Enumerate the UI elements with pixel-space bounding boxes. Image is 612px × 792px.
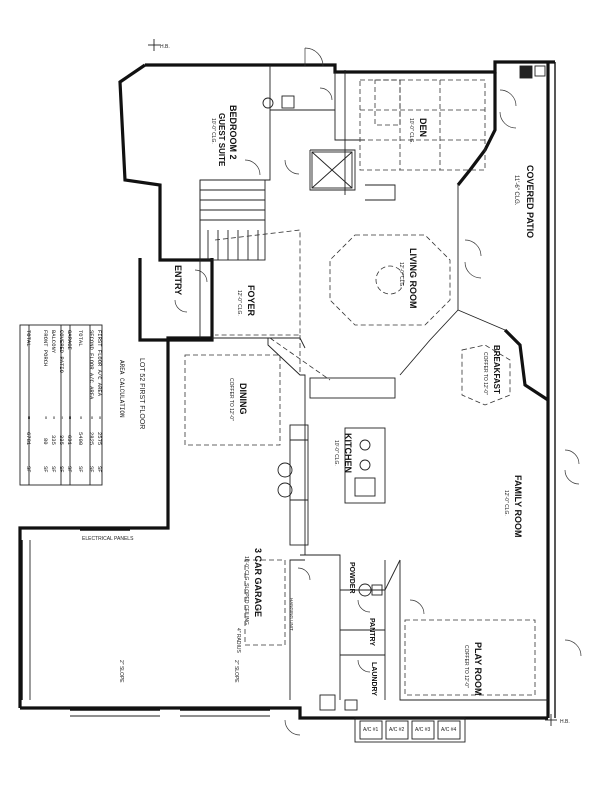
living-clg-label: 12'-0" CLG. [398, 262, 404, 288]
area-row-6-value: 335 [50, 435, 57, 445]
ac-4-label: A/C #4 [441, 727, 457, 733]
elevator-shaft [311, 151, 353, 189]
area-row-5-unit: SF [58, 466, 65, 473]
kitchen-island [289, 377, 396, 546]
area-row-7-eq: = [42, 416, 49, 419]
area-row-2-unit: SF [88, 466, 95, 473]
garage-doors [21, 529, 270, 717]
radius-note: 4" RADIUS [235, 628, 241, 654]
area-row-2-eq: = [88, 416, 95, 419]
garage-clg-label: 10'-0" CLG. SLOPED CEILING [243, 556, 249, 625]
area-row-3-unit: SF [77, 466, 84, 473]
bedroom-2-label: BEDROOM 2 [228, 105, 238, 160]
pantry-label: PANTRY [368, 618, 375, 646]
fixtures [262, 65, 546, 711]
area-row-5-eq: = [58, 416, 65, 419]
area-row-1-value: 2575 [96, 432, 103, 445]
area-row-6-eq: = [50, 416, 57, 419]
covered-patio-label: COVERED PATIO [525, 165, 535, 238]
den-clg-label: 10'-0" CLG. [408, 118, 414, 144]
bedroom-clg-label: 10'-0" CLG. [210, 118, 216, 144]
area-calculation-table: AREA CALCULATION FIRST FLOOR A/C AREA = … [19, 324, 125, 486]
laundry-label: LAUNDRY [370, 662, 377, 696]
drawing-notes: ELECTRICAL PANELS 2" SLOPE 2" SLOPE 4" R… [82, 536, 294, 683]
breakfast-label: BREAKFAST [492, 345, 501, 394]
area-row-7-label: FRONT PORCH [42, 330, 49, 366]
area-row-5-value: 335 [58, 435, 65, 445]
kitchen-label: KITCHEN [343, 433, 353, 473]
area-row-4-label: GARAGE [66, 330, 73, 351]
area-row-5-label: COVERED PATIO [58, 330, 65, 374]
ac-pad: A/C #1 A/C #2 A/C #3 A/C #4 [354, 717, 466, 743]
dining-clg-label: COFFER TO 12'-0" [228, 378, 234, 421]
play-clg-label: COFFER TO 12'-0" [463, 645, 469, 688]
stair [199, 179, 266, 261]
electrical-panels-label: ELECTRICAL PANELS [82, 536, 134, 542]
doors [174, 47, 582, 736]
family-room-label: FAMILY ROOM [513, 475, 523, 538]
area-row-8-eq: = [25, 416, 32, 419]
area-row-7-value: 80 [42, 438, 49, 445]
area-row-6-label: BALCONY [50, 330, 57, 354]
lot-title: LOT 52 FIRST FLOOR [138, 358, 145, 429]
hb-top-label: H.B. [160, 44, 170, 50]
hanging-unit-note: HANGING UNIT [289, 598, 294, 631]
family-clg-label: 12'-0" CLG. [503, 490, 509, 516]
slope-note-1: 2" SLOPE [118, 660, 124, 683]
area-row-2-label: SECOND FLOOR A/C AREA [88, 330, 95, 400]
area-row-3-label: TOTAL [77, 330, 84, 347]
den-label: DEN [418, 118, 428, 137]
area-row-8-value: 6781 [25, 432, 32, 446]
area-row-2-value: 2825 [88, 432, 95, 445]
kitchen-clg-label: 10'-0" CLG. [333, 440, 339, 466]
area-row-1-eq: = [96, 416, 103, 419]
ac-3-label: A/C #3 [415, 727, 431, 733]
living-room-label: LIVING ROOM [408, 248, 418, 309]
area-row-6-unit: SF [50, 466, 57, 473]
area-row-7-unit: SF [42, 466, 49, 473]
area-row-1-unit: SF [96, 466, 103, 473]
hose-bibs: H.B. H.B. [148, 39, 570, 726]
garage-label: 3 CAR GARAGE [253, 548, 263, 617]
area-row-8-unit: SF [25, 466, 32, 473]
area-row-8-label: TOTAL [25, 330, 32, 347]
breakfast-clg-label: COFFER TO 12'-0" [482, 352, 488, 395]
hb-bottom-label: H.B. [560, 719, 570, 725]
foyer-clg-label: 12'-0" CLG. [236, 290, 242, 316]
ceiling-outlines [184, 79, 536, 696]
guest-suite-label: GUEST SUITE [217, 113, 226, 167]
slope-note-2: 2" SLOPE [233, 660, 239, 683]
ac-2-label: A/C #2 [389, 727, 405, 733]
area-row-3-eq: = [77, 416, 84, 419]
area-heading: AREA CALCULATION [118, 360, 125, 418]
ac-1-label: A/C #1 [363, 727, 379, 733]
entry-label: ENTRY [173, 265, 183, 295]
foyer-label: FOYER [246, 285, 256, 317]
area-row-3-value: 5400 [77, 432, 84, 445]
play-room-label: PLAY ROOM [473, 642, 483, 696]
area-row-4-eq: = [66, 416, 73, 419]
dining-label: DINING [238, 383, 248, 415]
area-row-4-unit: SF [66, 466, 73, 473]
powder-label: POWDER [348, 562, 355, 594]
area-row-1-label: FIRST FLOOR A/C AREA [96, 330, 103, 397]
room-labels: BEDROOM 2 GUEST SUITE 10'-0" CLG. DEN 10… [173, 105, 535, 696]
area-row-4-value: 631 [66, 435, 73, 446]
covered-patio-clg-label: 11'-6" CLG. [513, 175, 519, 206]
